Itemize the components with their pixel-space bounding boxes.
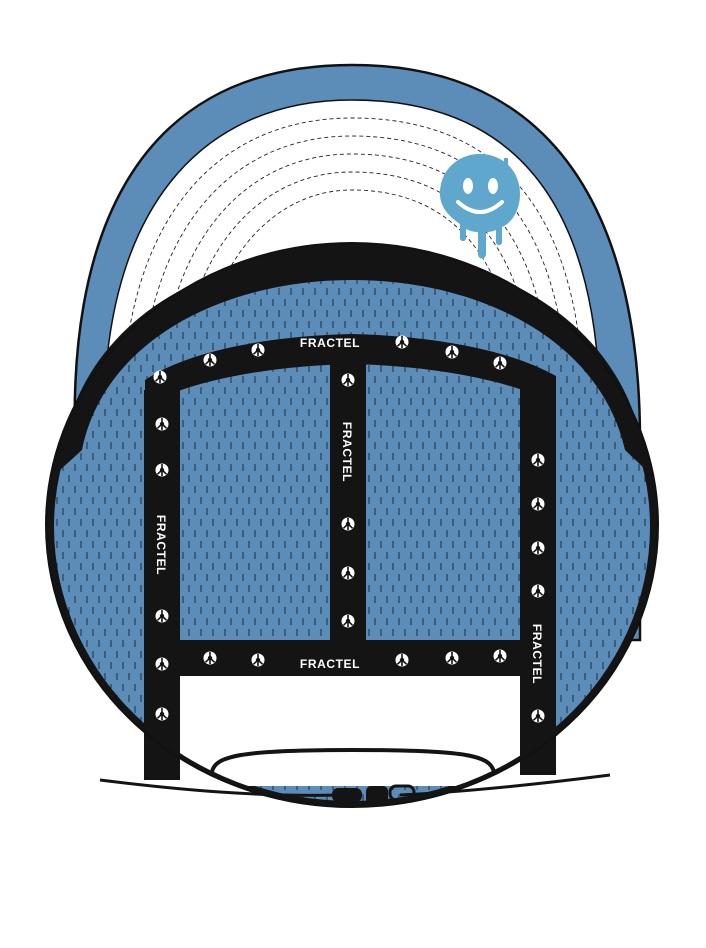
fractel-peace-icon <box>202 650 218 666</box>
fractel-peace-icon <box>154 706 170 722</box>
fractel-peace-icon <box>530 583 546 599</box>
fractel-peace-icon <box>444 344 460 360</box>
fractel-peace-icon <box>250 652 266 668</box>
brand-label-top: FRACTEL <box>300 336 360 350</box>
fractel-peace-icon <box>202 352 218 368</box>
fractel-peace-icon <box>530 708 546 724</box>
fractel-peace-icon <box>154 416 170 432</box>
band-outline <box>45 242 659 808</box>
fractel-peace-icon <box>340 565 356 581</box>
rear-strap <box>99 747 611 797</box>
fractel-peace-icon <box>250 342 266 358</box>
brand-label-left: FRACTEL <box>154 515 168 575</box>
fractel-peace-icon <box>492 648 508 664</box>
fractel-peace-icon <box>394 652 410 668</box>
fractel-peace-icon <box>340 372 356 388</box>
fractel-peace-icon <box>152 369 168 385</box>
brand-label-bottom: FRACTEL <box>300 657 360 671</box>
dripping-smiley-icon <box>440 154 520 259</box>
fractel-peace-icon <box>530 452 546 468</box>
fractel-peace-icon <box>340 516 356 532</box>
fractel-peace-icon <box>492 355 508 371</box>
fractel-peace-icon <box>444 650 460 666</box>
brand-label-center: FRACTEL <box>340 422 354 482</box>
brand-label-right: FRACTEL <box>530 624 544 684</box>
mesh-lining <box>178 676 524 786</box>
fractel-peace-icon <box>154 656 170 672</box>
fractel-peace-icon <box>340 613 356 629</box>
fractel-peace-icon <box>530 540 546 556</box>
fractel-peace-icon <box>394 334 410 350</box>
fractel-peace-icon <box>530 496 546 512</box>
fractel-peace-icon <box>154 608 170 624</box>
fractel-peace-icon <box>154 462 170 478</box>
buckle-icon <box>332 784 416 804</box>
